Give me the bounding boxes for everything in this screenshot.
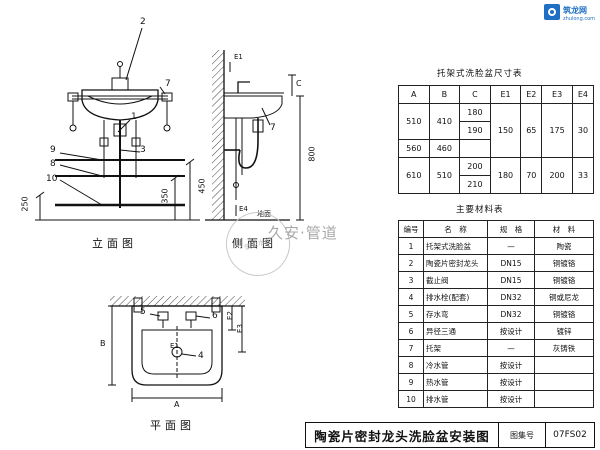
header-e3: E3: [541, 85, 573, 104]
header-b: B: [428, 85, 461, 104]
logo-brand-cn: 筑龙网: [563, 6, 587, 15]
front-view-title: 立面图: [92, 237, 137, 250]
atlas-number-label: 图集号: [499, 423, 546, 447]
header-c: C: [459, 85, 491, 104]
logo-brand-en: zhulong.com: [563, 16, 596, 22]
dim-b: B: [100, 339, 106, 348]
plan-callout-6: 6: [212, 311, 218, 321]
callout-8: 8: [50, 159, 56, 169]
plan-callout-4: 4: [198, 351, 204, 361]
side-view-title: 侧面图: [232, 237, 277, 250]
brand-logo: 筑龙网 zhulong.com: [544, 2, 596, 32]
dim-e2: E2: [225, 311, 234, 320]
table-row: 210: [399, 175, 594, 194]
plan-view-title: 平面图: [150, 419, 195, 432]
header-e1: E1: [489, 85, 522, 104]
title-block: 陶瓷片密封龙头洗脸盆安装图 图集号 07FS02: [305, 422, 595, 448]
dim-e1-plan: E1: [170, 342, 179, 350]
table-row: 190: [399, 121, 594, 140]
dim-e3: E3: [235, 324, 244, 333]
dim-e4: E4: [239, 205, 248, 213]
table-row: 560 460: [398, 139, 594, 158]
size-table: A B C E1 E2 E3 E4 510 410 180 150 65 175…: [398, 85, 595, 194]
front-elevation-view: [35, 27, 200, 221]
plan-view: [108, 296, 246, 402]
dim-800: 800: [307, 146, 317, 162]
dim-350: 350: [160, 188, 170, 204]
watermark-text: 久安·管道: [268, 224, 338, 242]
callout-7: 7: [165, 79, 171, 89]
callout-2: 2: [140, 17, 146, 27]
side-callout-7: 7: [270, 123, 276, 133]
dim-450: 450: [197, 178, 207, 194]
drawing-title: 陶瓷片密封龙头洗脸盆安装图: [306, 423, 499, 447]
dim-250: 250: [20, 196, 30, 212]
size-table-title: 托架式洗脸盆尺寸表: [437, 69, 523, 79]
atlas-number: 07FS02: [553, 430, 587, 440]
header-a: A: [398, 85, 430, 104]
logo-icon: [544, 4, 560, 20]
callout-9: 9: [50, 145, 56, 155]
callout-10: 10: [46, 174, 58, 184]
size-table-header: A B C E1 E2 E3 E4: [398, 85, 595, 104]
dim-a: A: [174, 400, 180, 409]
header-e4: E4: [571, 85, 595, 104]
material-table-title: 主要材料表: [456, 205, 504, 215]
dim-c: C: [296, 79, 302, 88]
table-row: 510 410 180 150 65 175 30: [398, 103, 595, 158]
header-e2: E2: [520, 85, 543, 104]
table-row: 610 510 200 180 70 200 33: [398, 157, 595, 194]
plan-callout-5: 5: [140, 307, 146, 317]
dim-e1-side: E1: [234, 53, 243, 61]
callout-1: 1: [131, 112, 137, 122]
side-elevation-view: [205, 50, 304, 221]
callout-3: 3: [140, 145, 146, 155]
material-table-header: 编号 名 称 规 格 材 料: [398, 220, 594, 238]
floor-label: 地面: [257, 210, 271, 218]
